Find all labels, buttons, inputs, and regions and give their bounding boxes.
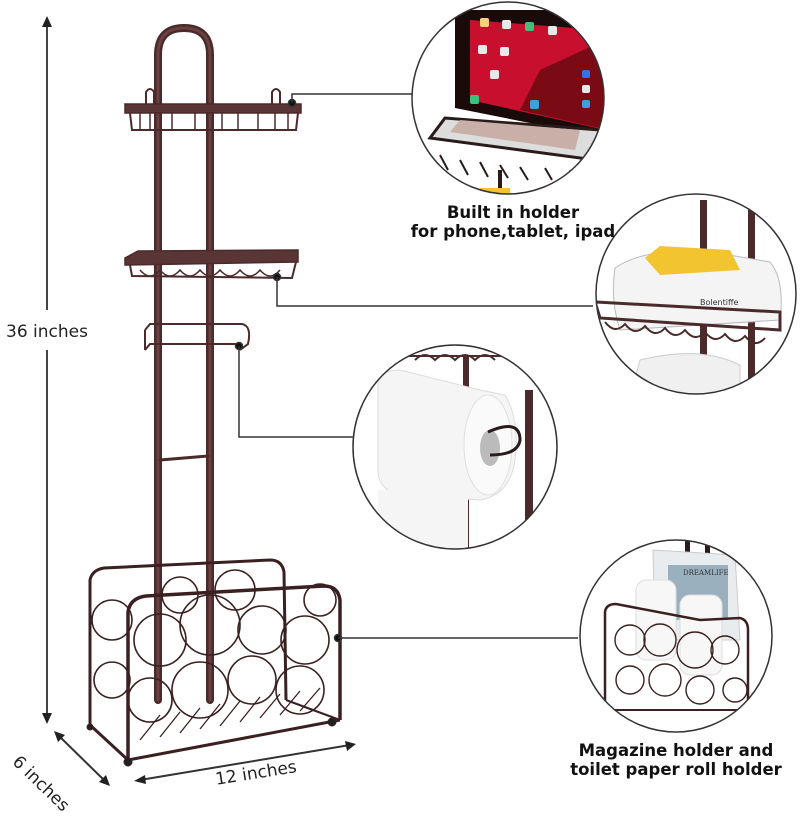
- top-shelf: [124, 88, 302, 131]
- callout-magazine-basket: Magazine holder and toilet paper roll ho…: [560, 741, 792, 780]
- width-arrow: [134, 741, 356, 784]
- bottom-basket: [86, 558, 342, 767]
- magazine-title-text: DREAMLIFE: [683, 569, 729, 577]
- callout-magazine-line1: Magazine holder and: [578, 741, 774, 760]
- inset-magazine-basket: DREAMLIFE: [579, 539, 773, 733]
- inset-wipes-shelf: Bolentiffe: [595, 193, 797, 395]
- callout-lines: [234, 93, 593, 643]
- callout-magazine-line2: toilet paper roll holder: [570, 759, 782, 779]
- wipes-brand-text: Bolentiffe: [700, 298, 738, 307]
- height-arrow: [42, 16, 52, 724]
- callout-tablet-line1: Built in holder: [446, 203, 580, 222]
- depth-arrow: [54, 731, 110, 786]
- stand-frame: [154, 23, 214, 704]
- callout-tablet-line2: for phone,tablet, ipad: [410, 221, 616, 241]
- callout-tablet-holder: Built in holder for phone,tablet, ipad: [400, 203, 626, 242]
- inset-toilet-paper: [352, 344, 558, 550]
- paper-bar: [144, 323, 251, 351]
- height-label: 36 inches: [6, 322, 88, 342]
- middle-shelf: [124, 249, 299, 280]
- inset-tablet-holder: [411, 1, 605, 195]
